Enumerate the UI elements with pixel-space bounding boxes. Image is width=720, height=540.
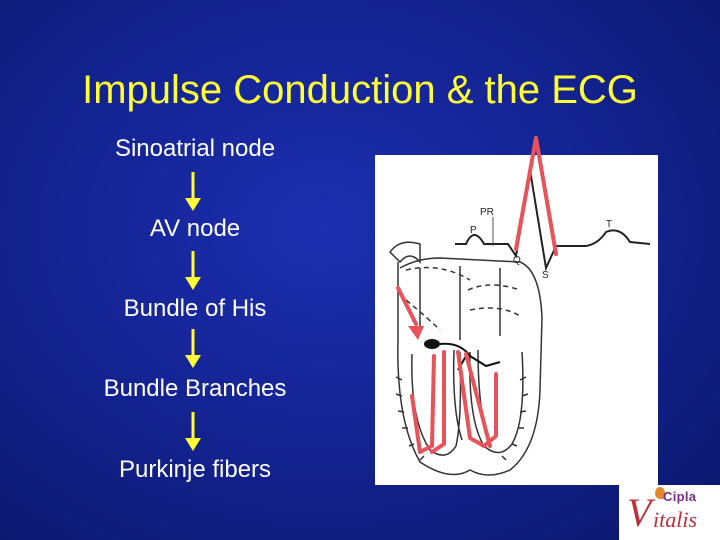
step-sinoatrial-node: Sinoatrial node [114, 135, 276, 162]
step-av-node: AV node [149, 215, 241, 242]
cipla-vitalis-logo: Cipla V italis [619, 485, 720, 540]
down-arrow-icon [185, 329, 201, 368]
logo-cipla-text: Cipla [663, 489, 697, 504]
slide-title: Impulse Conduction & the ECG [82, 68, 638, 112]
step-bundle-of-his: Bundle of His [123, 295, 267, 322]
logo-flame-icon [655, 487, 665, 499]
step-bundle-branches: Bundle Branches [103, 375, 287, 402]
logo-initial: V [627, 490, 652, 535]
down-arrow-icon [185, 412, 201, 451]
logo-vitalis-text: italis [653, 507, 698, 532]
heart-ecg-diagram [375, 155, 658, 485]
step-purkinje-fibers: Purkinje fibers [118, 456, 272, 483]
down-arrow-icon [185, 251, 201, 290]
down-arrow-icon [185, 172, 201, 211]
